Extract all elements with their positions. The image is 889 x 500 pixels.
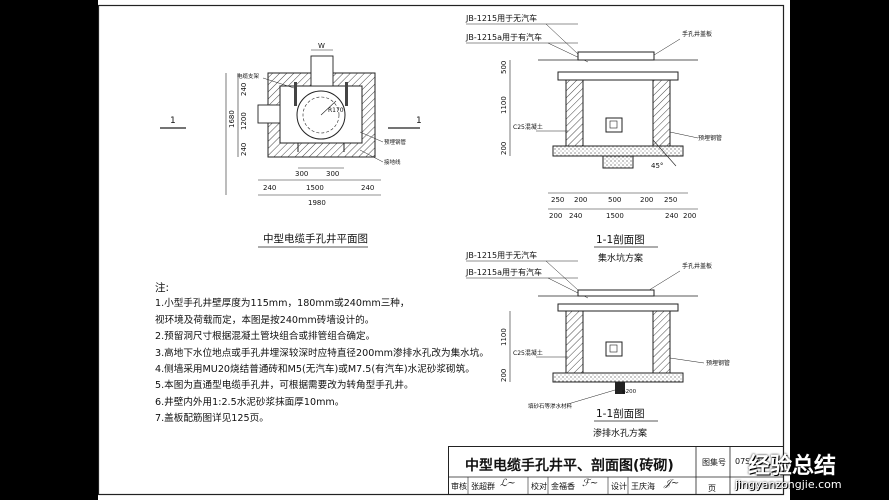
svg-text:200: 200 [549, 212, 562, 220]
svg-text:200: 200 [574, 196, 587, 204]
svg-text:1: 1 [170, 116, 176, 126]
design-name: 王庆海 [631, 482, 655, 491]
drawing-canvas: R170 W 电缆支架 预埋钢管 接地线 1 1 240 1200 240 16… [98, 4, 785, 496]
atlas-number: 07SD1 [735, 457, 762, 466]
seep-right-wall [652, 310, 671, 374]
svg-text:手孔井盖板: 手孔井盖板 [682, 30, 712, 38]
svg-text:200: 200 [500, 369, 508, 382]
svg-text:φ200: φ200 [622, 389, 637, 395]
note-item: 3.高地下水位地点或手孔井埋深较深时应特直径200mm渗排水孔改为集水坑。 [155, 347, 489, 359]
svg-text:C25混凝土: C25混凝土 [513, 349, 543, 357]
svg-text:1100: 1100 [500, 328, 508, 346]
svg-text:250: 250 [664, 196, 677, 204]
svg-text:1-1剖面图: 1-1剖面图 [596, 407, 645, 420]
svg-text:200: 200 [683, 212, 696, 220]
svg-text:1100: 1100 [500, 96, 508, 114]
section-seep: JB-1215用于无汽车 JB-1215a用于有汽车 手孔井盖板 φ200 C2… [465, 250, 730, 439]
design-signature: 𝒥~ [664, 478, 680, 489]
svg-text:45°: 45° [651, 162, 663, 170]
svg-text:1: 1 [416, 116, 422, 126]
note-item: 5.本图为直通型电缆手孔井，可根据需要改为转角型手孔井。 [155, 380, 414, 392]
svg-text:1500: 1500 [606, 212, 624, 220]
svg-text:240: 240 [240, 83, 248, 96]
svg-text:预埋钢管: 预埋钢管 [384, 138, 407, 146]
svg-text:接地线: 接地线 [384, 158, 401, 166]
svg-text:1680: 1680 [228, 110, 236, 128]
svg-text:200: 200 [500, 142, 508, 155]
note-item: 视环境及荷载而定，本图是按240mm砖墙设计的。 [155, 314, 375, 326]
svg-text:300: 300 [326, 170, 339, 178]
watermark-text: 经验总结 [748, 454, 837, 479]
svg-text:240: 240 [263, 184, 276, 192]
atlas-label: 图集号 [702, 458, 726, 467]
plan-label-cable-bracket: 电缆支架 [237, 72, 260, 80]
svg-text:填砂石等渗水材料: 填砂石等渗水材料 [528, 402, 573, 410]
notes-section: 注: 1.小型手孔井壁厚度为115mm，180mm或240mm三种， 视环境及荷… [155, 280, 489, 428]
title-block-frame [448, 446, 784, 495]
check-name: 金福香 [551, 482, 575, 491]
note-item: 1.小型手孔井壁厚度为115mm，180mm或240mm三种， [155, 298, 410, 310]
svg-text:1-1剖面图: 1-1剖面图 [596, 233, 645, 246]
sump-left-wall [565, 79, 584, 147]
svg-text:1200: 1200 [240, 112, 248, 130]
review-label: 审核 [451, 482, 467, 491]
note-item: 6.井壁内外用1:2.5水泥砂浆抹面厚10mm。 [155, 396, 345, 408]
sheet-border [98, 4, 785, 496]
sump-base-slab [552, 145, 684, 157]
svg-text:240: 240 [665, 212, 678, 220]
svg-text:JB-1215a用于有汽车: JB-1215a用于有汽车 [465, 267, 542, 277]
svg-text:300: 300 [295, 170, 308, 178]
check-label: 校对 [531, 482, 547, 491]
svg-text:JB-1215用于无汽车: JB-1215用于无汽车 [465, 13, 537, 23]
review-signature: ℒ~ [500, 478, 516, 489]
seep-drain-hole [615, 382, 625, 394]
notes-heading: 注: [155, 282, 170, 294]
page-label: 页 [708, 484, 716, 493]
watermark-url: jingyanzongjie.com [735, 478, 842, 491]
svg-text:500: 500 [500, 61, 508, 74]
drawing-title: 中型电缆手孔井平、剖面图(砖砌) [465, 458, 674, 474]
check-signature: ℱ~ [582, 478, 599, 489]
design-label: 设计 [611, 482, 627, 491]
note-item: 4.侧墙采用MU20烧结普通砖和M5(无汽车)或M7.5(有汽车)水泥砂浆砌筑。 [155, 364, 475, 376]
svg-text:240: 240 [240, 143, 248, 156]
svg-text:240: 240 [569, 212, 582, 220]
plan-view: R170 W 电缆支架 预埋钢管 接地线 1 1 240 1200 240 16… [160, 42, 422, 248]
drawing-sheet: R170 W 电缆支架 预埋钢管 接地线 1 1 240 1200 240 16… [98, 0, 790, 500]
svg-text:渗排水孔方案: 渗排水孔方案 [593, 427, 647, 439]
svg-text:200: 200 [640, 196, 653, 204]
note-item: 2.预留洞尺寸根据混凝土管块组合或排管组合确定。 [155, 331, 376, 343]
svg-text:240: 240 [361, 184, 374, 192]
plan-top-opening [310, 55, 334, 87]
svg-text:C25混凝土: C25混凝土 [513, 123, 543, 131]
svg-text:500: 500 [608, 196, 621, 204]
section-sump: JB-1215用于无汽车 JB-1215a用于有汽车 手孔井盖板 45° C25… [465, 13, 722, 264]
svg-text:集水坑方案: 集水坑方案 [598, 252, 643, 264]
svg-text:手孔井盖板: 手孔井盖板 [682, 262, 712, 270]
sump-pit [602, 155, 634, 169]
svg-text:预埋钢管: 预埋钢管 [706, 359, 730, 367]
svg-text:W: W [318, 42, 325, 50]
svg-text:JB-1215a用于有汽车: JB-1215a用于有汽车 [465, 32, 542, 42]
seep-left-wall [565, 310, 584, 374]
svg-text:预埋钢管: 预埋钢管 [698, 134, 722, 142]
plan-side-opening [257, 104, 281, 124]
plan-radius-label: R170 [328, 107, 344, 114]
plan-title: 中型电缆手孔井平面图 [263, 232, 368, 245]
sump-right-wall [652, 79, 671, 147]
svg-text:JB-1215用于无汽车: JB-1215用于无汽车 [465, 250, 537, 260]
note-item: 7.盖板配筋图详见125页。 [155, 413, 269, 425]
svg-text:1980: 1980 [308, 199, 326, 207]
review-name: 张超群 [471, 482, 495, 491]
svg-text:250: 250 [551, 196, 564, 204]
svg-text:1500: 1500 [306, 184, 324, 192]
